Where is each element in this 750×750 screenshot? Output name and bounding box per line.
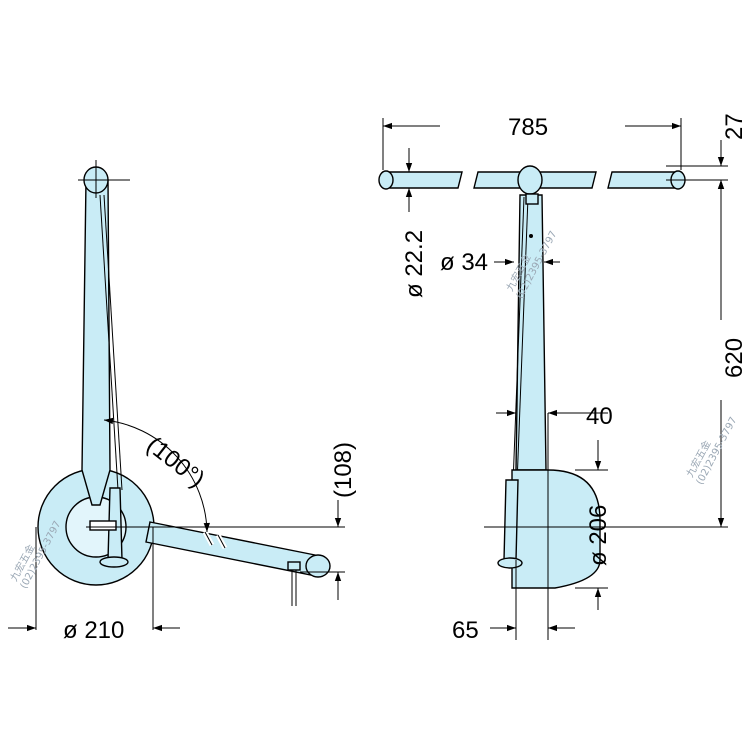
front-top-knob <box>517 165 543 195</box>
front-piston <box>503 479 519 561</box>
dim-base-diameter-label: ø 210 <box>63 617 124 644</box>
side-view <box>8 160 345 632</box>
dim-base-diameter-front-label: ø 206 <box>585 505 612 566</box>
angle-arc <box>103 417 210 533</box>
dim-tube-diameter-label: ø 22.2 <box>401 230 428 298</box>
dim-pivot-diameter-label: ø 34 <box>440 249 488 276</box>
dim-width-label: 785 <box>508 114 548 141</box>
front-tube-right <box>607 171 677 189</box>
front-view <box>378 118 728 640</box>
watermark-right: 九宏五金 (02)2395-3797 <box>683 415 739 486</box>
dim-height-offset-label: (108) <box>330 442 357 498</box>
dim-depth-65-label: 65 <box>452 617 479 644</box>
dim-angle-label: (100°) <box>141 431 209 493</box>
dim-depth-40-label: 40 <box>586 403 613 430</box>
front-base-plate <box>511 469 601 589</box>
dim-height-label: 620 <box>721 338 748 378</box>
front-tube-left <box>389 171 463 189</box>
dim-top-offset-label: 27 <box>721 113 748 140</box>
